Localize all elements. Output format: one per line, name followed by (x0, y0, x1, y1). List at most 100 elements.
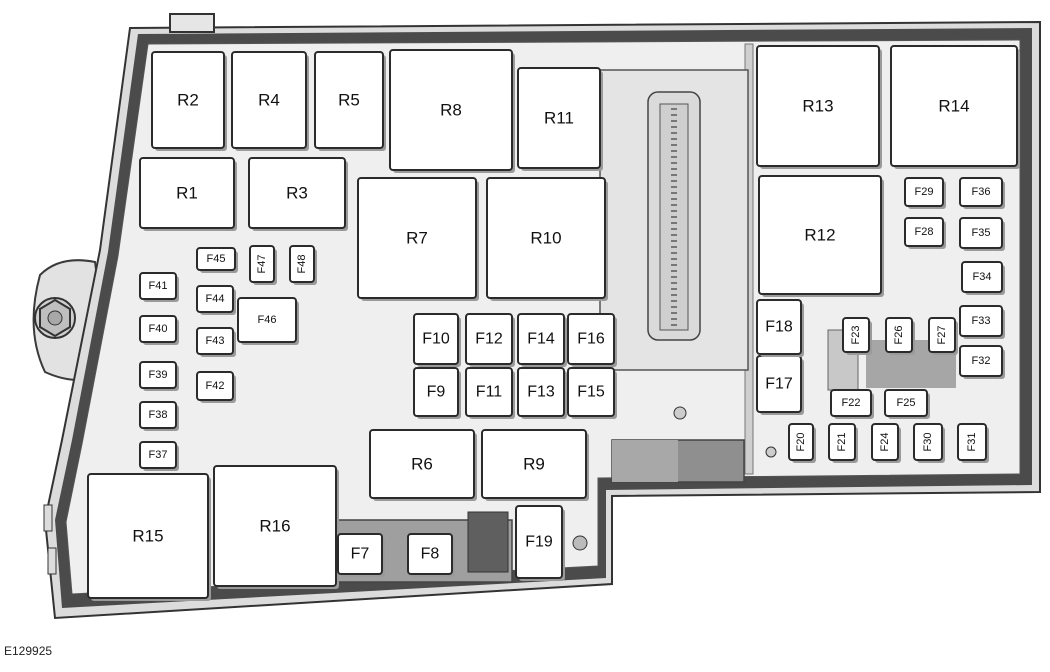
fuse-body (885, 317, 913, 353)
relay-r1: R1 (139, 157, 237, 231)
relay-label: R1 (176, 184, 198, 203)
relay-label: R5 (338, 91, 360, 110)
relay-r11: R11 (517, 67, 603, 171)
fuse-body (959, 345, 1003, 377)
fuse-label: F35 (972, 227, 991, 239)
relay-label: R6 (411, 455, 433, 474)
fuse-f37: F37 (139, 441, 179, 471)
fuse-f11: F11 (465, 367, 515, 419)
fuse-f48: F48 (289, 245, 317, 285)
fuse-label: F48 (296, 255, 308, 274)
relay-body (756, 45, 880, 167)
fuse-f46: F46 (237, 297, 299, 345)
fuse-body (830, 389, 872, 417)
fuse-label: F45 (207, 253, 226, 265)
relay-r9: R9 (481, 429, 589, 501)
fuse-label: F30 (922, 433, 934, 452)
figure-code: E129925 (4, 644, 53, 658)
fuse-f17: F17 (756, 355, 804, 415)
fuse-label: F47 (256, 255, 268, 274)
fuse-label: F15 (577, 384, 605, 401)
relay-label: R3 (286, 184, 308, 203)
fuse-f34: F34 (961, 261, 1005, 295)
fuse-body (139, 361, 177, 389)
relay-r16: R16 (213, 465, 339, 589)
fuse-label: F12 (475, 331, 503, 348)
fuse-label: F24 (879, 433, 891, 452)
fuse-body (756, 299, 802, 355)
relay-r15: R15 (87, 473, 211, 601)
fuse-f43: F43 (196, 327, 236, 357)
fuse-body (928, 317, 956, 353)
fuse-label: F38 (149, 409, 168, 421)
fuse-label: F31 (966, 433, 978, 452)
fuse-f18: F18 (756, 299, 804, 357)
fuse-label: F37 (149, 449, 168, 461)
mounting-bolt-icon (34, 297, 76, 339)
fuse-body (413, 313, 459, 365)
relay-body (151, 51, 225, 149)
fuse-label: F36 (972, 186, 991, 198)
relay-label: R11 (544, 109, 574, 128)
fuse-label: F41 (149, 280, 168, 292)
fuse-body (139, 315, 177, 343)
fuse-label: F17 (765, 376, 793, 393)
relay-body (758, 175, 882, 295)
fuse-f10: F10 (413, 313, 461, 367)
fuse-body (959, 177, 1003, 207)
fuse-f41: F41 (139, 272, 179, 302)
fuse-body (237, 297, 297, 343)
fuse-body (139, 401, 177, 429)
fuse-f22: F22 (830, 389, 874, 419)
fuse-label: F46 (258, 314, 277, 326)
relay-label: R9 (523, 455, 545, 474)
central-connector (599, 69, 749, 371)
fuse-f20: F20 (788, 423, 816, 463)
relay-body (517, 67, 601, 169)
relay-body (314, 51, 384, 149)
fuse-f23: F23 (842, 317, 872, 355)
relay-body (389, 49, 513, 171)
relay-body (248, 157, 346, 229)
fuse-f8: F8 (407, 533, 455, 577)
fuse-f9: F9 (413, 367, 461, 419)
relay-label: R12 (804, 226, 835, 245)
relay-body (139, 157, 235, 229)
relay-label: R2 (177, 91, 199, 110)
fuse-body (567, 313, 615, 365)
fuse-f7: F7 (337, 533, 385, 577)
relay-r10: R10 (486, 177, 608, 301)
fuse-label: F27 (936, 326, 948, 345)
fuse-label: F39 (149, 369, 168, 381)
fuse-body (407, 533, 453, 575)
fuse-f29: F29 (904, 177, 946, 209)
fuse-body (904, 217, 944, 247)
relay-r5: R5 (314, 51, 386, 151)
fuse-body (961, 261, 1003, 293)
fuse-body (337, 533, 383, 575)
fuse-body (913, 423, 943, 461)
fuse-f25: F25 (884, 389, 930, 419)
fuse-body (465, 367, 513, 417)
fuse-body (884, 389, 928, 417)
fuse-f42: F42 (196, 371, 236, 403)
relay-r14: R14 (890, 45, 1020, 169)
relay-r6: R6 (369, 429, 477, 501)
fuse-label: F7 (351, 546, 370, 563)
fuse-label: F18 (765, 319, 793, 336)
fuse-label: F9 (427, 384, 446, 401)
fuse-label: F44 (206, 293, 225, 305)
fuse-f13: F13 (517, 367, 567, 419)
fuse-f36: F36 (959, 177, 1005, 209)
fuse-label: F22 (842, 397, 861, 409)
fuse-f12: F12 (465, 313, 515, 367)
relay-label: R15 (132, 527, 163, 546)
fuse-body (567, 367, 615, 417)
fuse-label: F33 (972, 315, 991, 327)
fuse-body (196, 285, 234, 313)
fuse-body (139, 441, 177, 469)
fuse-body (196, 327, 234, 355)
fuse-label: F26 (893, 326, 905, 345)
relay-label: R13 (802, 97, 833, 116)
fuse-body (788, 423, 814, 461)
